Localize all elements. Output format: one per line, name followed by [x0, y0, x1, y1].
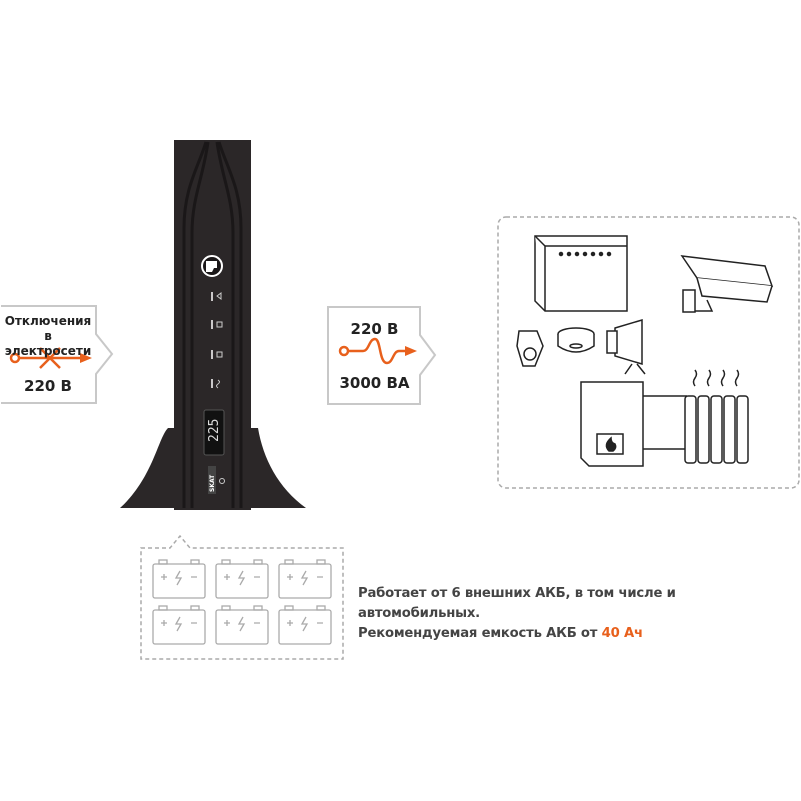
ups-device: 225 SKAT: [120, 140, 306, 510]
battery-icon: [278, 559, 332, 599]
ac-indicator-icon: [216, 379, 220, 389]
capacity-value: 40 Ач: [601, 626, 643, 641]
description-line1: Работает от 6 внешних АКБ, в том числе и…: [358, 586, 676, 621]
power-outage-icon: [9, 347, 92, 369]
battery-icon: [152, 559, 206, 599]
battery-icon: [152, 605, 206, 645]
cctv-camera-icon: [680, 255, 774, 313]
power-icon: [219, 478, 225, 484]
lcd-value: 225: [207, 419, 222, 442]
loads-box: [497, 216, 800, 489]
batteries-box: [140, 534, 344, 660]
siren-icon: [606, 318, 646, 375]
radiator-icon: [643, 369, 749, 464]
power-button[interactable]: [208, 466, 216, 494]
output-callout-frame: [327, 306, 437, 405]
battery-icon: [278, 605, 332, 645]
output-power: 3000 ВА: [339, 374, 410, 392]
battery-indicator-icon: [216, 321, 223, 328]
lcd-display: [203, 409, 225, 456]
input-callout-frame: [1, 305, 114, 404]
input-title-line2: в электросети: [4, 329, 92, 358]
input-voltage: 220 В: [24, 377, 72, 395]
gas-boiler-icon: [580, 381, 644, 467]
smoke-detector-icon: [557, 327, 595, 353]
output-voltage: 220 В: [350, 320, 399, 338]
battery-icon: [215, 605, 269, 645]
battery-icon: [215, 559, 269, 599]
description-line2-prefix: Рекомендуемая емкость АКБ от: [358, 626, 602, 641]
battery-description: Работает от 6 внешних АКБ, в том числе и…: [358, 584, 801, 644]
input-title-line1: Отключения: [4, 314, 92, 328]
load-indicator-icon: [216, 351, 223, 358]
sine-wave-icon: [338, 337, 417, 365]
security-panel-icon: [534, 235, 628, 312]
alarm-icon: [216, 292, 222, 300]
motion-sensor-icon: [516, 330, 544, 367]
brand-logo: SKAT: [209, 474, 216, 492]
